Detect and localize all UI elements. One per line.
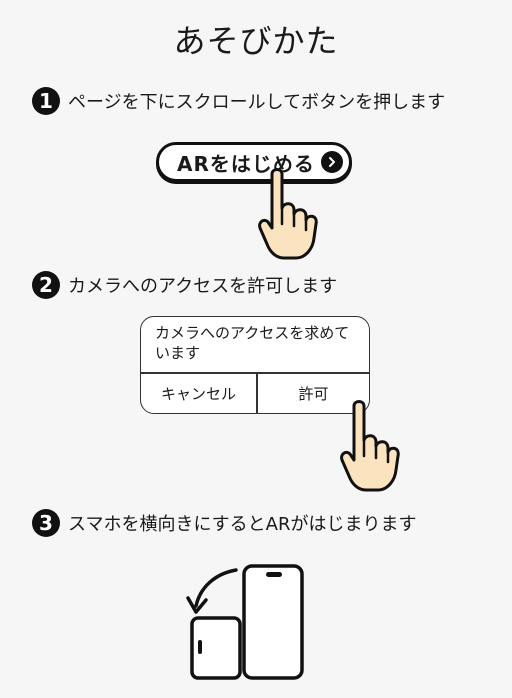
step-1-number: 1 [32, 87, 60, 115]
ar-start-button-label: ARをはじめる [177, 151, 315, 176]
rotate-arrow-icon [186, 568, 238, 614]
pointing-hand-icon [340, 400, 400, 492]
dialog-cancel-button: キャンセル [160, 384, 236, 403]
step-2: 2 カメラへのアクセスを許可します [32, 270, 337, 300]
step-2-text: カメラへのアクセスを許可します [68, 276, 338, 297]
step-3-text: スマホを横向きにするとARがはじまります [68, 514, 417, 535]
step-3-number: 3 [32, 509, 60, 537]
step-2-number: 2 [32, 271, 60, 299]
step-3: 3 スマホを横向きにするとARがはじまります [32, 508, 416, 538]
chevron-right-icon [321, 151, 343, 173]
page-title: あそびかた [173, 22, 339, 60]
dialog-button-divider [256, 372, 258, 413]
smartphone-icon [190, 616, 242, 680]
dialog-message: カメラへのアクセスを求めています [155, 324, 350, 362]
dialog-divider [141, 372, 369, 374]
ar-start-button-illustration: ARをはじめる [156, 142, 352, 182]
phone-rotation-illustration [186, 564, 304, 680]
pointing-hand-icon [258, 168, 318, 260]
dialog-allow-button: 許可 [298, 384, 329, 403]
smartphone-icon [242, 564, 304, 680]
step-1: 1 ページを下にスクロールしてボタンを押します [32, 86, 445, 116]
step-1-text: ページを下にスクロールしてボタンを押します [68, 92, 446, 113]
camera-permission-dialog-illustration: カメラへのアクセスを求めています キャンセル 許可 [140, 316, 370, 414]
